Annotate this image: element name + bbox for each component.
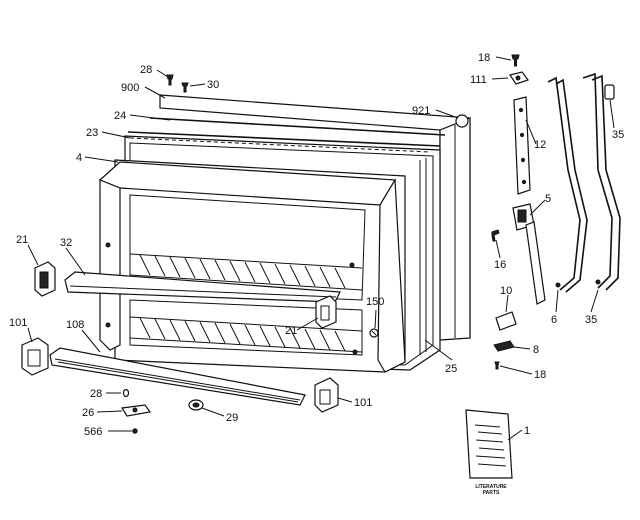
screw-18-top (511, 54, 520, 67)
handle-cap-35 (604, 84, 615, 100)
callout-4: 4 (76, 152, 82, 164)
callout-30: 30 (207, 79, 219, 91)
callout-10: 10 (500, 285, 512, 297)
callout-18-top: 18 (478, 52, 490, 64)
leader-lines (27, 56, 615, 441)
callout-labels: 28 30 900 24 23 4 921 18 111 12 35 5 16 … (9, 52, 624, 438)
callout-566: 566 (84, 426, 102, 438)
hinge-pin-26 (120, 404, 152, 417)
callout-26: 26 (82, 407, 94, 419)
screw-566 (132, 428, 138, 434)
rail-end-cap-21-mid (315, 295, 337, 329)
screw-18-bottom (494, 361, 500, 370)
plug-921 (455, 114, 469, 128)
literature-booklet-1: LITERATURE PARTS (465, 409, 513, 496)
lower-shelf-ribs (129, 316, 363, 353)
bushing-28-bottom (122, 388, 130, 398)
literature-label-2: PARTS (483, 490, 500, 496)
callout-921: 921 (412, 105, 430, 117)
callout-25: 25 (445, 363, 457, 375)
handle-mount-12 (513, 96, 531, 195)
shelf-rail-32 (64, 271, 341, 303)
door-liner (98, 159, 406, 373)
screw-30 (181, 82, 189, 93)
callout-108: 108 (66, 319, 84, 331)
handle-bracket-5 (512, 203, 546, 305)
bottom-rail-108 (49, 347, 306, 406)
liner-hole (105, 322, 111, 328)
callout-29: 29 (226, 412, 238, 424)
handle-35 (582, 72, 621, 291)
callout-150: 150 (366, 296, 384, 308)
screw-150 (369, 328, 379, 338)
callout-101-right: 101 (354, 397, 372, 409)
liner-hole (349, 262, 355, 268)
gasket-dashes (129, 137, 431, 153)
handle-6 (547, 76, 588, 293)
liner-hole (105, 242, 111, 248)
callout-18-bottom: 18 (534, 369, 546, 381)
callout-24: 24 (114, 110, 126, 122)
callout-900: 900 (121, 82, 139, 94)
callout-28-bottom: 28 (90, 388, 102, 400)
washer-29 (188, 399, 204, 411)
cam-10 (495, 311, 517, 331)
callout-111: 111 (470, 74, 487, 86)
callout-35-bottom: 35 (585, 314, 597, 326)
callout-8: 8 (533, 344, 539, 356)
hinge-bracket-111 (509, 71, 529, 85)
rail-cap-101-right (314, 377, 339, 413)
callout-35-top: 35 (612, 129, 624, 141)
callout-21-left: 21 (16, 234, 28, 246)
callout-12: 12 (534, 139, 546, 151)
callout-6: 6 (551, 314, 557, 326)
callout-21-mid: 21 (285, 325, 297, 337)
callout-28-top: 28 (140, 64, 152, 76)
rail-end-cap-21-left (34, 261, 56, 297)
screw-28-top (166, 74, 174, 86)
callout-101-left: 101 (9, 317, 27, 329)
callout-1: 1 (524, 425, 530, 437)
callout-5: 5 (545, 193, 551, 205)
callout-16: 16 (494, 259, 506, 271)
rail-cap-101-left (21, 337, 49, 376)
screw-16 (491, 229, 500, 242)
callout-23: 23 (86, 127, 98, 139)
upper-shelf-ribs (129, 253, 363, 291)
callout-32: 32 (60, 237, 72, 249)
hinge-8 (493, 340, 515, 352)
liner-hole (352, 349, 358, 355)
literature-label-1: LITERATURE (475, 484, 507, 490)
